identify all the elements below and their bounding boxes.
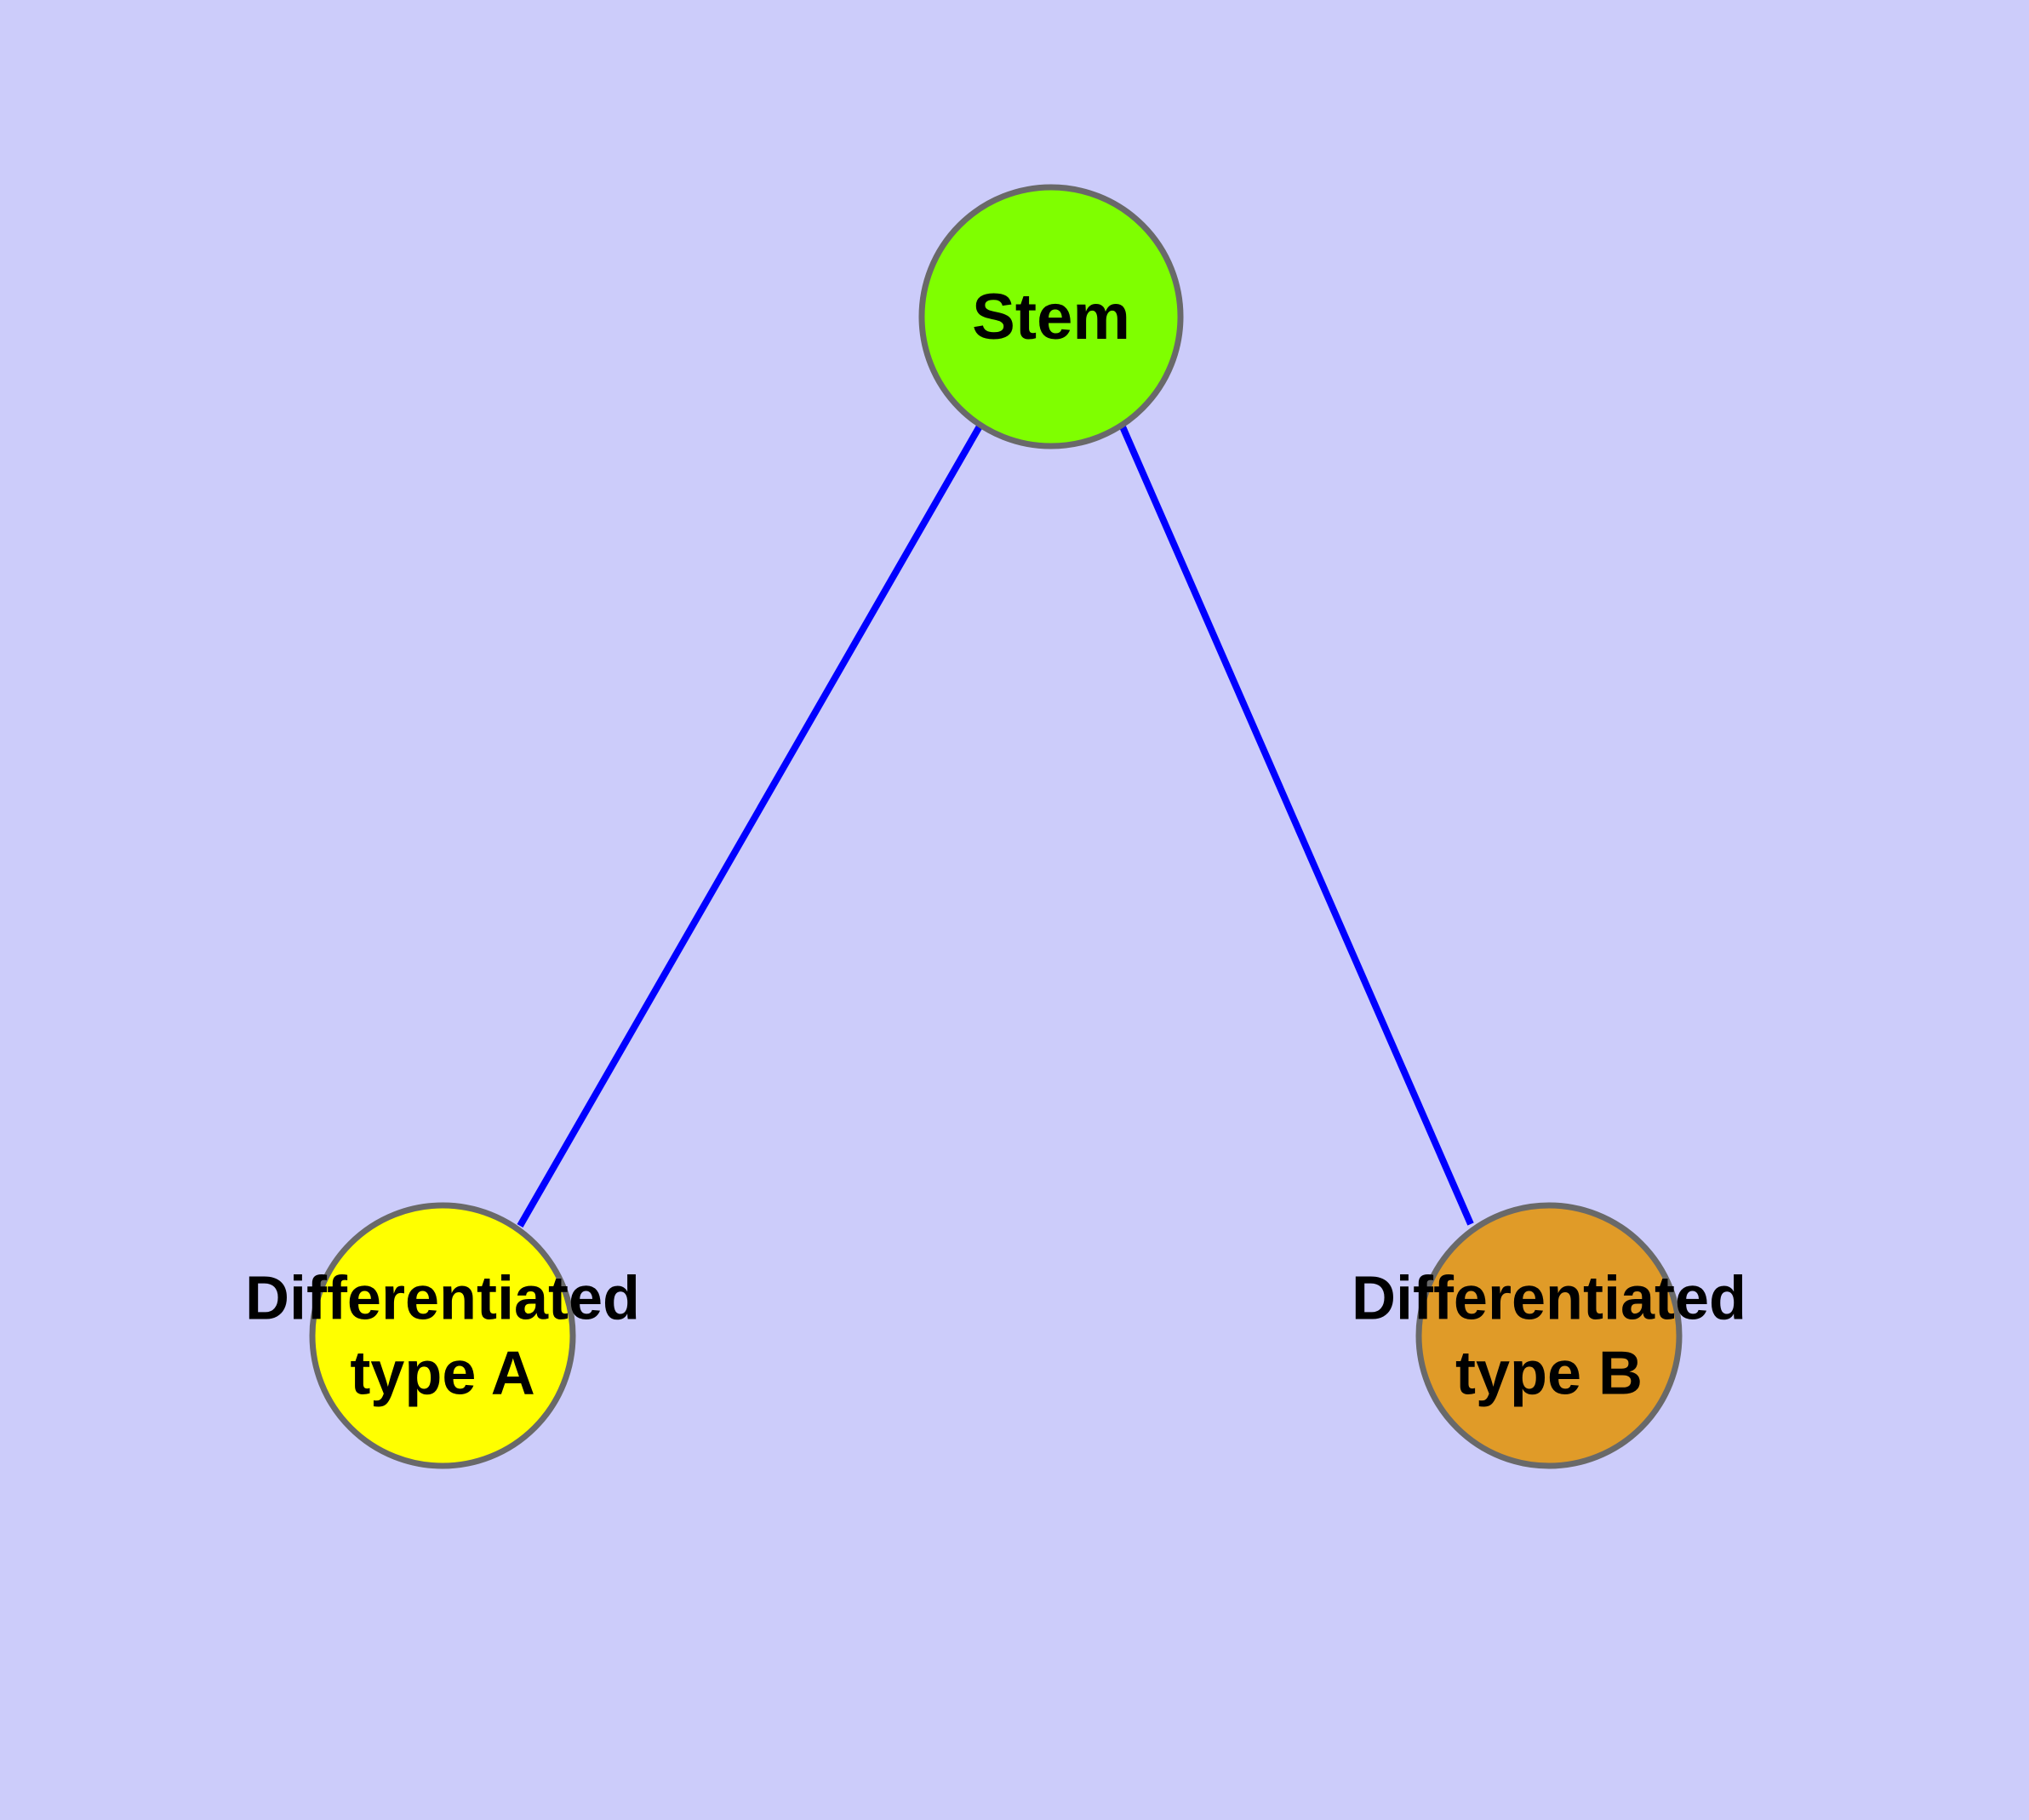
node-label-differentiated-type-a: Differentiated type A bbox=[245, 1264, 640, 1407]
node-label-line: Differentiated bbox=[245, 1264, 640, 1332]
node-stem[interactable] bbox=[918, 184, 1184, 449]
edges-group bbox=[517, 423, 1474, 1228]
node-label-stem: Stem bbox=[972, 281, 1130, 353]
node-differentiated-type-a[interactable] bbox=[309, 1202, 576, 1469]
edge-stem-to-differentiated-type-b[interactable] bbox=[1118, 423, 1474, 1226]
node-label-line: type B bbox=[1455, 1339, 1643, 1407]
labels-group: Stem Differentiated type A Differentiated… bbox=[245, 281, 1746, 1408]
edge-stem-to-differentiated-type-a[interactable] bbox=[517, 423, 984, 1228]
node-label-line: type A bbox=[350, 1339, 534, 1407]
node-label-differentiated-type-b: Differentiated type B bbox=[1352, 1264, 1746, 1407]
nodes-group bbox=[309, 184, 1683, 1469]
node-differentiated-type-b[interactable] bbox=[1415, 1202, 1683, 1469]
node-label-line: Differentiated bbox=[1352, 1264, 1746, 1332]
node-label-line: Stem bbox=[972, 281, 1130, 353]
